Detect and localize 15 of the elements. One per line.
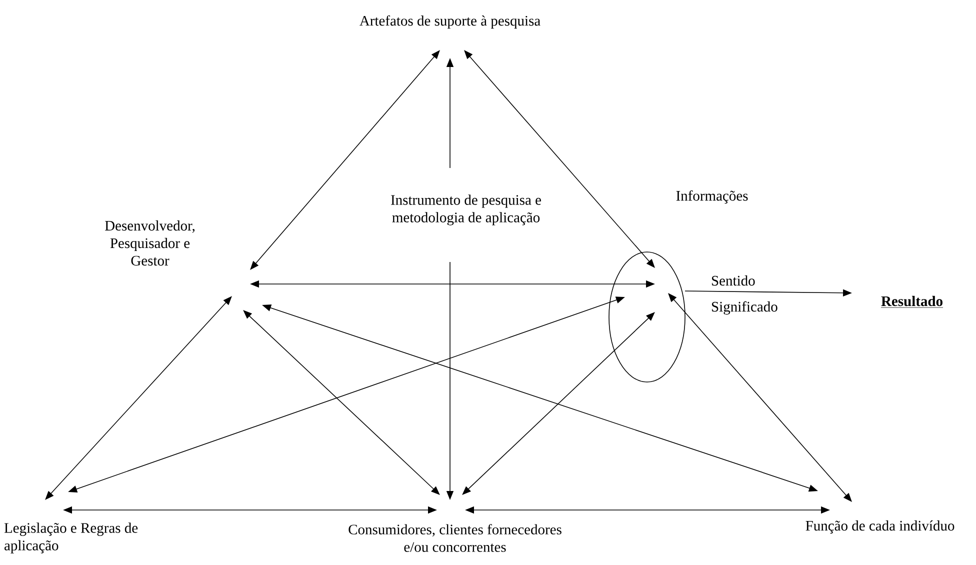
arrow xyxy=(668,293,852,502)
result-label: Resultado xyxy=(880,296,944,308)
arrow xyxy=(464,50,655,268)
node-label: Artefatos de suporte à pesquisa xyxy=(360,15,540,29)
node-label: Legislação e Regras de aplicação xyxy=(4,522,138,554)
node-label: Desenvolvedor, Pesquisador e Gestor xyxy=(105,220,194,266)
arrow xyxy=(250,50,440,270)
edge-label: Sentido Significado xyxy=(712,275,778,315)
node-label: Consumidores, clientes fornecedores e/ou concorrentes xyxy=(348,524,562,552)
node-label: Função de cada indivíduo xyxy=(806,520,954,534)
arrow xyxy=(462,312,655,495)
arrow xyxy=(45,296,232,500)
node-label: Informações xyxy=(676,190,748,204)
node-label: Instrumento de pesquisa e metodologia de aplicação xyxy=(391,194,541,226)
arrow xyxy=(243,310,440,495)
